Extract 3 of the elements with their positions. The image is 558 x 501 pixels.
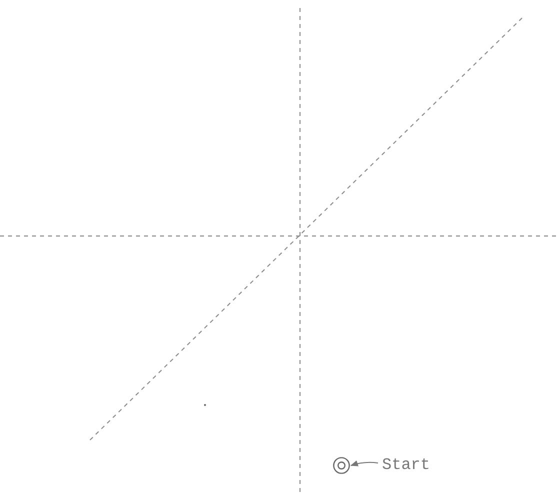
start-label: Start xyxy=(382,456,430,474)
leader-arrow xyxy=(350,460,378,466)
target-circle xyxy=(333,457,350,474)
